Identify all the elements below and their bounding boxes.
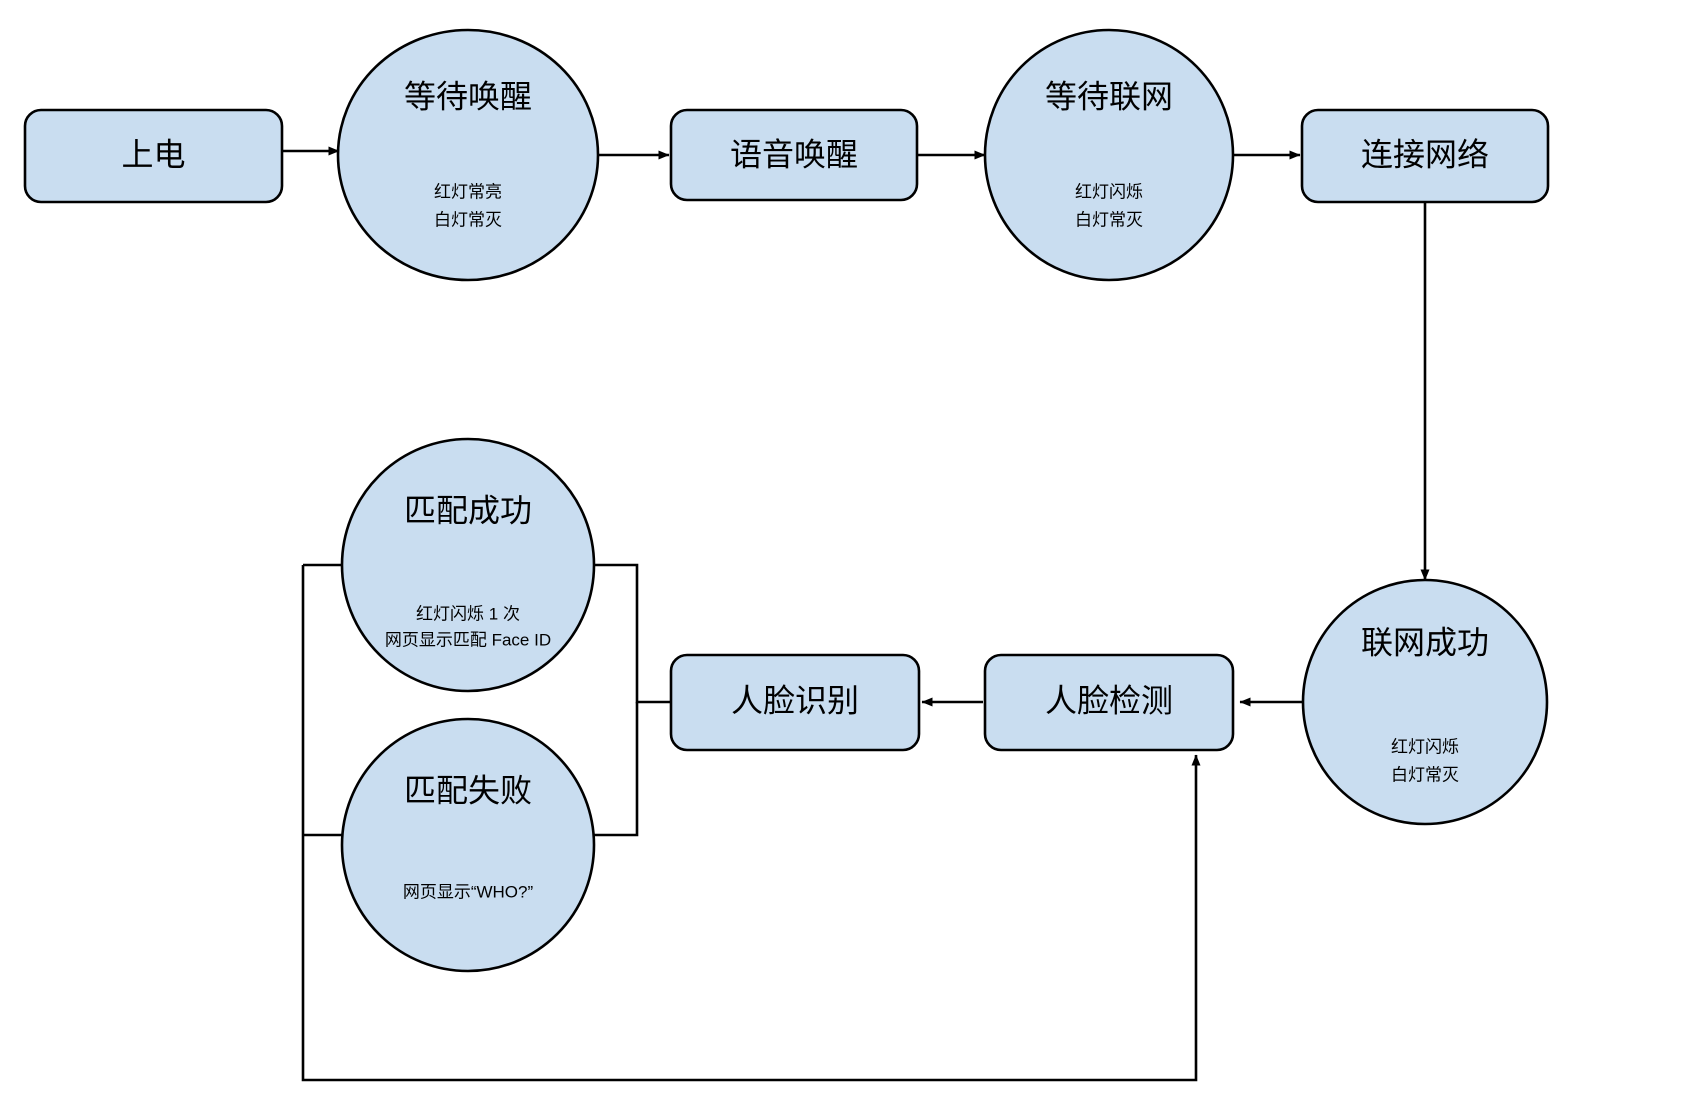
node-wait-network-sub-0: 红灯闪烁: [1075, 182, 1143, 201]
node-match-fail-label: 匹配失败: [404, 772, 532, 808]
node-network-success[interactable]: 联网成功 红灯闪烁 白灯常灭: [1301, 578, 1549, 826]
node-wait-wake[interactable]: 等待唤醒 红灯常亮 白灯常灭: [336, 28, 600, 282]
node-power-on-label: 上电: [121, 136, 185, 172]
node-wait-network-shape: [983, 28, 1235, 282]
node-face-detect[interactable]: 人脸检测: [983, 653, 1235, 752]
node-face-recognize-label: 人脸识别: [731, 682, 859, 718]
node-voice-wake-shape: [669, 108, 919, 202]
node-match-fail[interactable]: 匹配失败 网页显示“WHO?”: [340, 717, 596, 973]
node-match-success-label: 匹配成功: [404, 492, 532, 528]
node-voice-wake[interactable]: 语音唤醒: [669, 108, 919, 202]
node-network-success-shape: [1301, 578, 1549, 826]
node-connect-network-shape: [1300, 108, 1550, 204]
node-connect-network[interactable]: 连接网络: [1300, 108, 1550, 204]
node-network-success-sub-1: 白灯常灭: [1391, 765, 1459, 784]
node-wait-wake-label: 等待唤醒: [404, 78, 532, 114]
node-match-success-sub-1: 网页显示匹配 Face ID: [385, 630, 551, 649]
node-match-success[interactable]: 匹配成功 红灯闪烁 1 次 网页显示匹配 Face ID: [340, 437, 596, 693]
node-connect-network-label: 连接网络: [1361, 136, 1489, 172]
node-wait-wake-shape: [336, 28, 600, 282]
node-network-success-sub-0: 红灯闪烁: [1391, 737, 1459, 756]
node-match-fail-sub-0: 网页显示“WHO?”: [403, 882, 534, 901]
edge-match-fail-to-face-detect: [301, 565, 1201, 1082]
node-wait-wake-sub-1: 白灯常灭: [434, 210, 502, 229]
node-match-fail-shape: [340, 717, 596, 973]
node-face-detect-shape: [983, 653, 1235, 752]
node-face-recognize[interactable]: 人脸识别: [669, 653, 921, 752]
node-wait-network-sub-1: 白灯常灭: [1075, 210, 1143, 229]
node-match-success-sub-0: 红灯闪烁 1 次: [416, 604, 520, 623]
node-power-on[interactable]: 上电: [23, 108, 284, 204]
node-voice-wake-label: 语音唤醒: [730, 136, 858, 172]
node-network-success-label: 联网成功: [1361, 624, 1489, 660]
node-wait-network-label: 等待联网: [1045, 78, 1173, 114]
node-power-on-shape: [23, 108, 284, 204]
node-wait-wake-sub-0: 红灯常亮: [434, 182, 502, 201]
node-match-success-shape: [340, 437, 596, 693]
node-wait-network[interactable]: 等待联网 红灯闪烁 白灯常灭: [983, 28, 1235, 282]
node-face-detect-label: 人脸检测: [1045, 682, 1173, 718]
node-face-recognize-shape: [669, 653, 921, 752]
